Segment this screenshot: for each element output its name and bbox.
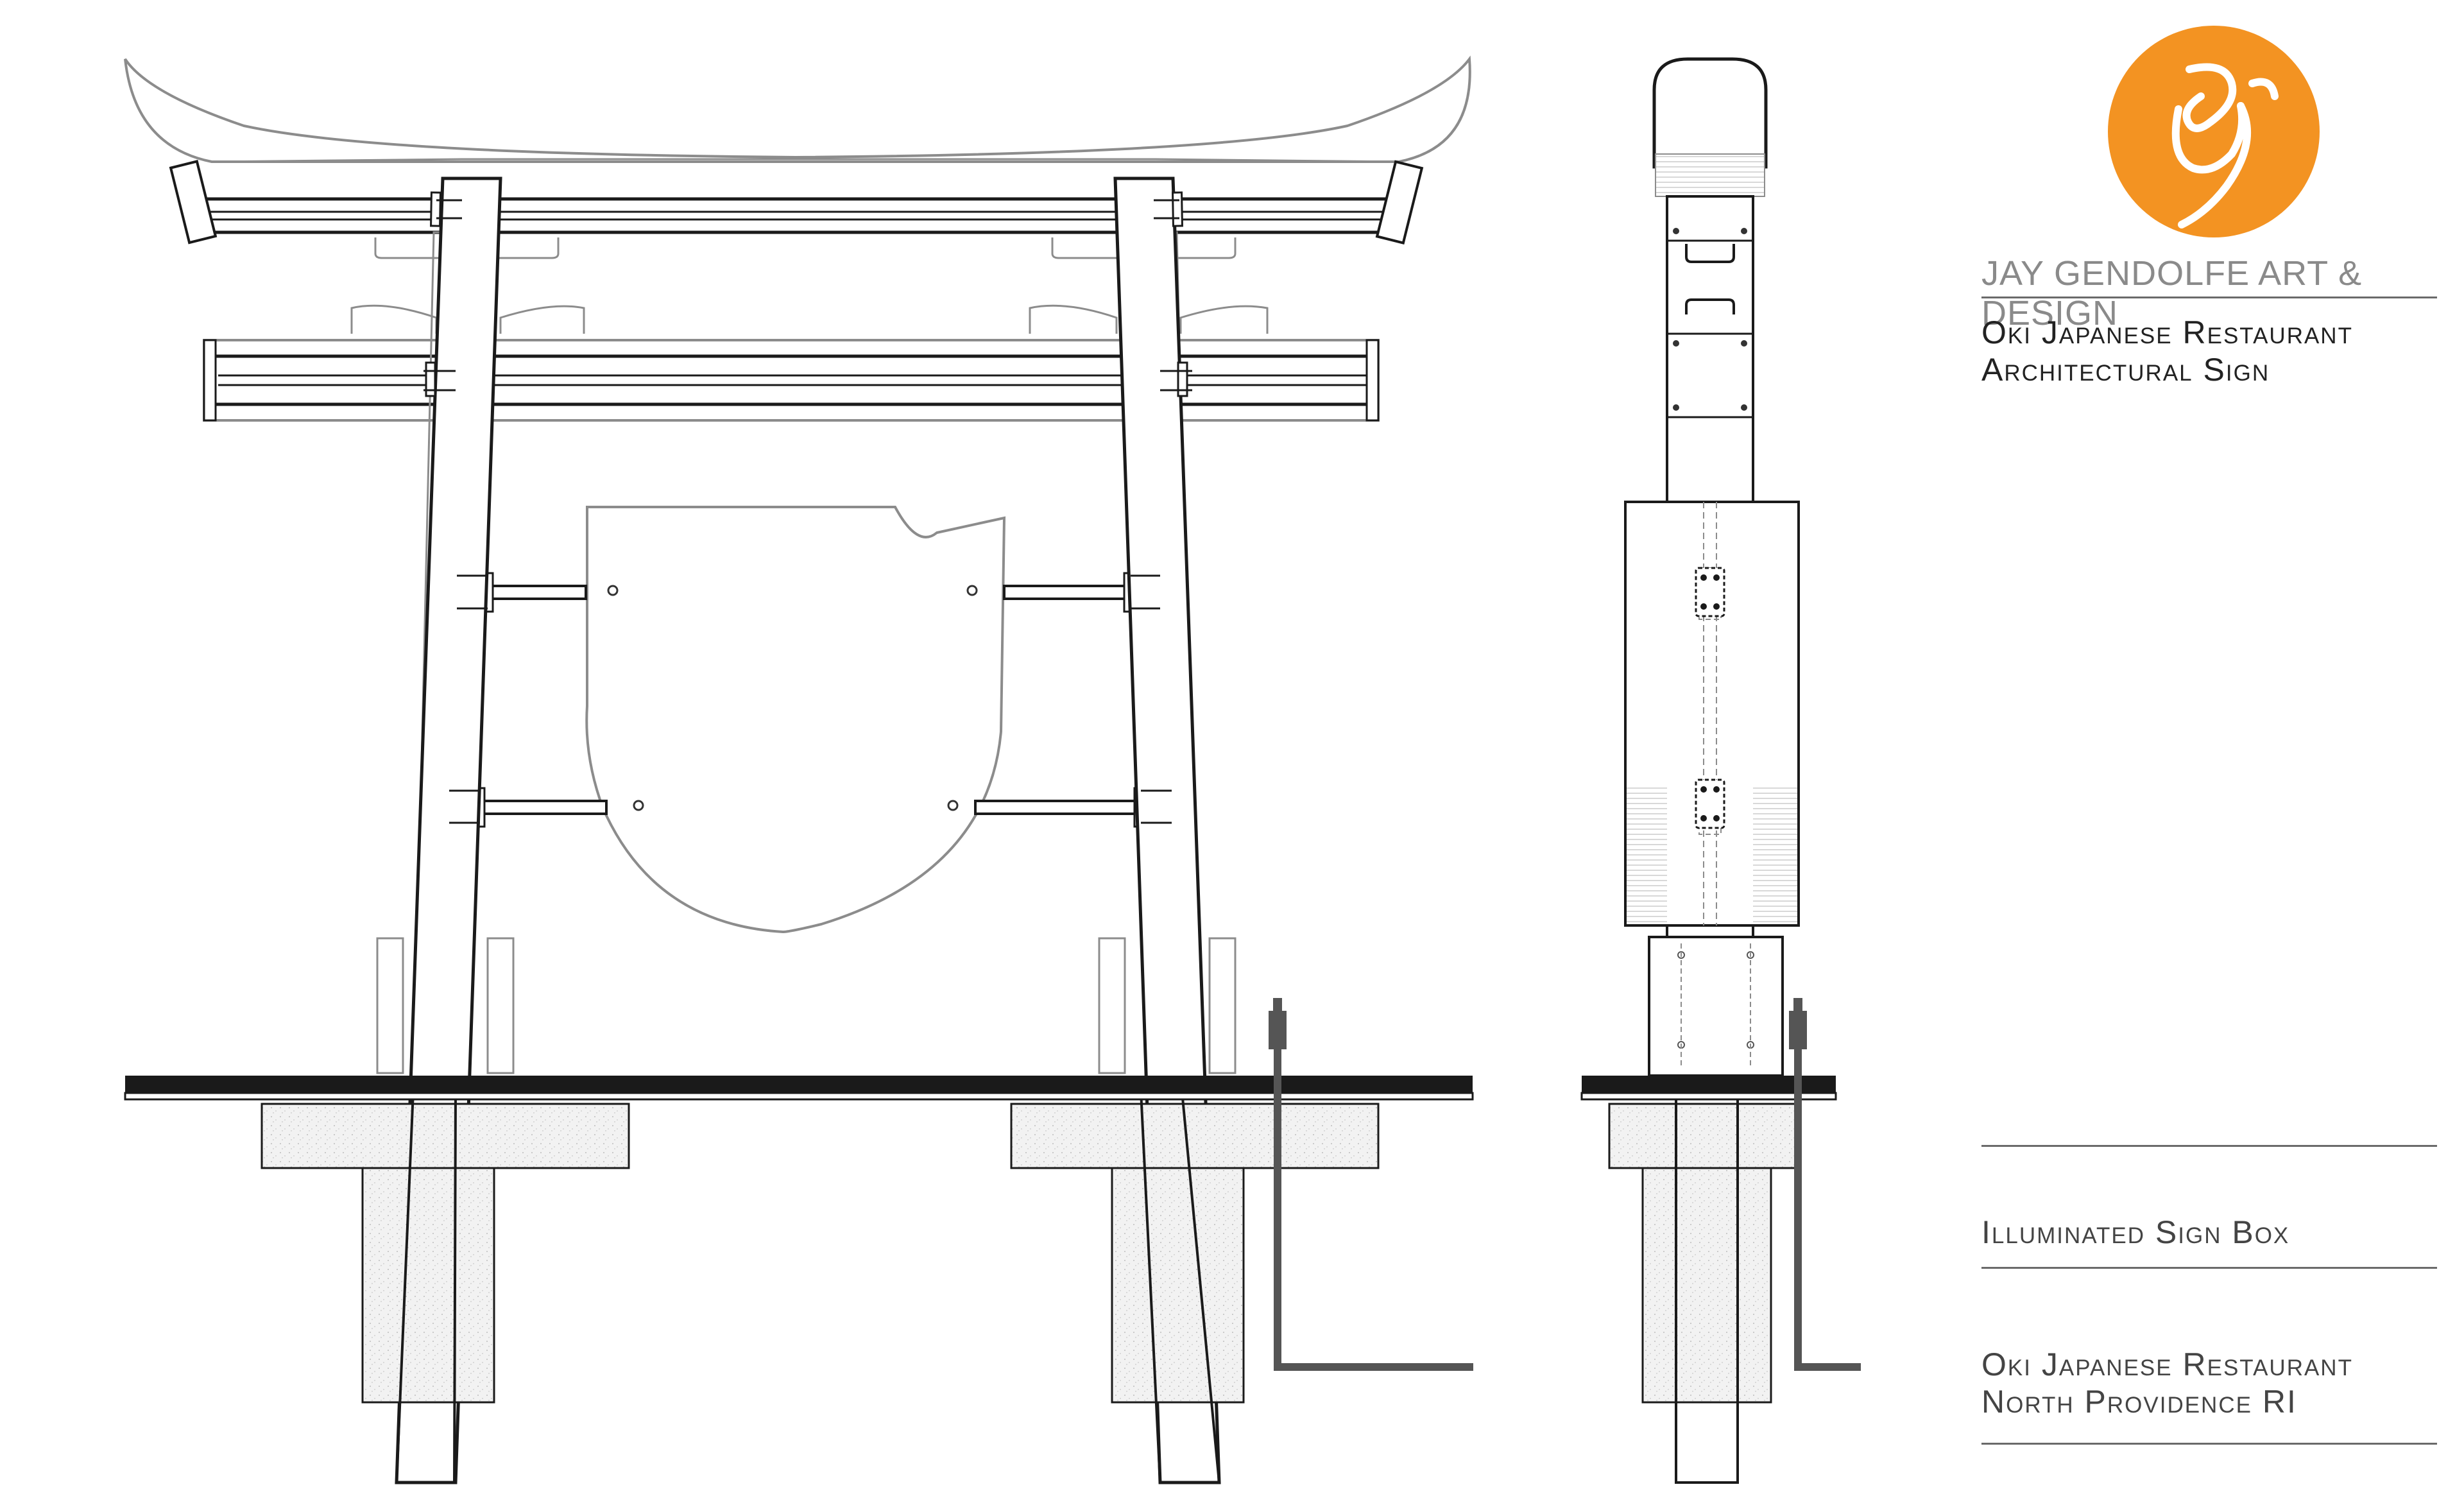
bracket-lower [1695, 778, 1725, 829]
footing-pier-right [1111, 1167, 1245, 1404]
footing-cap-right [1010, 1103, 1380, 1169]
studio-name: JAY GENDOLFE ART & DESIGN [1981, 254, 2363, 333]
bracket-upper [1695, 567, 1725, 617]
roof-cap [124, 55, 1471, 163]
roof-underside [211, 158, 1399, 163]
footing-pier-left [361, 1167, 495, 1404]
client-rule [1981, 1443, 2437, 1445]
side-base-block [1648, 936, 1784, 1077]
logo [2108, 26, 2320, 237]
client-line2: North Providence RI [1981, 1383, 2297, 1420]
client-block: Oki Japanese Restaurant North Providence… [1981, 1346, 2437, 1420]
side-elevation [1580, 57, 1861, 1484]
front-elevation [124, 55, 1474, 1484]
upper-beam [197, 197, 1394, 234]
project-title-line1: Oki Japanese Restaurant [1981, 314, 2353, 350]
project-title-line2: Architectural Sign [1981, 351, 2270, 388]
sign-shield [585, 506, 1006, 934]
item-rule [1981, 1267, 2437, 1269]
conduit-side [1789, 998, 1861, 1371]
item-label: Illuminated Sign Box [1981, 1214, 2290, 1250]
footing-cap-left [261, 1103, 630, 1169]
logo-circle [2108, 26, 2320, 237]
project-title: Oki Japanese Restaurant Architectural Si… [1981, 314, 2437, 388]
beam-end-left [169, 160, 218, 245]
side-cap [1652, 57, 1768, 169]
beam-end-right [1375, 160, 1424, 245]
divider-rule [1981, 1145, 2437, 1147]
conduit-front [1269, 998, 1473, 1371]
client-line1: Oki Japanese Restaurant [1981, 1346, 2353, 1382]
studio-rule [1981, 297, 2437, 298]
